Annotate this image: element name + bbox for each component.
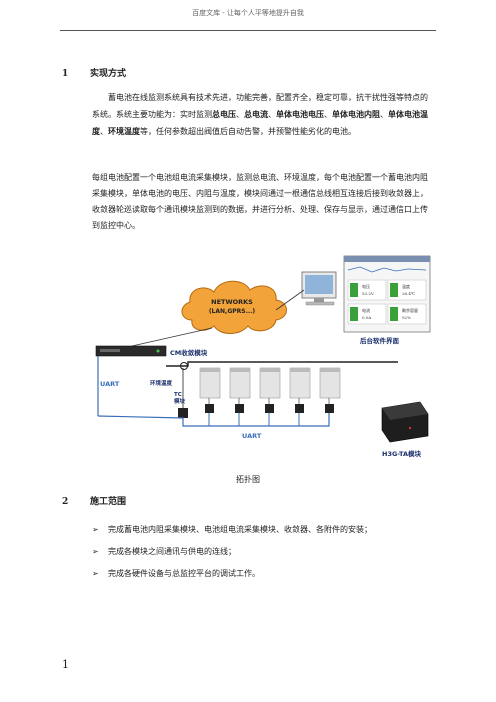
section-1-title: 实现方式 — [90, 69, 127, 79]
cm-module — [95, 345, 167, 357]
screen-label-current: 电流 — [362, 307, 370, 313]
cloud-label-2: (LAN,GPRS...) — [209, 308, 256, 315]
tc-module — [178, 368, 188, 418]
bullet-item: ➢完成蓄电池内阻采集模块、电池组电流采集模块、收敛器、各附件的安装； — [92, 525, 372, 534]
current-sensor-icon — [180, 362, 188, 370]
tc-label-2: 模块 — [174, 397, 186, 405]
screen-label-voltage: 电压 — [362, 283, 370, 289]
env-temp-label: 环境温度 — [150, 379, 173, 387]
arrow-bullet-icon: ➢ — [92, 525, 99, 534]
page-number: 1 — [62, 658, 69, 671]
section-1-paragraph-2: 每组电池配置一个电池组电流采集模块，监测总电流、环境温度，每个电池配置一个蓄电池… — [92, 173, 428, 230]
section-1-paragraph-1: 蓄电池在线监测系统具有技术先进，功能完善，配置齐全，稳定可靠，抗干扰性强等特点的… — [92, 93, 428, 136]
header-text: 百度文库 - 让每个人平等地提升自我 — [192, 9, 304, 17]
screen-value-temp: 26.4℃ — [402, 291, 416, 296]
h3g-module — [381, 401, 429, 443]
arrow-bullet-icon: ➢ — [92, 547, 99, 556]
arrow-bullet-icon: ➢ — [92, 569, 99, 578]
section-2-title: 施工范围 — [90, 497, 127, 507]
screen-value-voltage: 53.2V — [362, 291, 374, 296]
uart-bottom-label: UART — [242, 432, 262, 440]
diagram-caption: 拓扑图 — [236, 475, 260, 484]
uart-bottom-bus — [97, 413, 330, 427]
screen-label-temp: 温度 — [402, 283, 410, 289]
battery-5 — [319, 367, 341, 399]
resistance-modules — [205, 398, 334, 413]
section-2-heading: 2 施工范围 — [62, 494, 126, 507]
section-1-number: 1 — [62, 69, 69, 79]
computer-icon — [301, 271, 337, 306]
software-screenshot: 电压 53.2V 温度 26.4℃ 电流 0.0A 剩余容量 92% — [343, 255, 431, 333]
software-label: 后台软件界面 — [360, 336, 400, 345]
section-1-heading: 1 实现方式 — [62, 66, 126, 79]
battery-cable — [166, 361, 398, 367]
battery-1 — [199, 367, 221, 399]
topology-svg: NETWORKS (LAN,GPRS...) 电压 53.2V 温度 — [95, 255, 431, 458]
cloud-to-pc-line — [275, 289, 305, 311]
screen-label-capacity: 剩余容量 — [402, 307, 418, 313]
network-cloud: NETWORKS (LAN,GPRS...) — [181, 280, 287, 334]
screen-value-capacity: 92% — [402, 315, 411, 320]
cm-label: CM收敛模块 — [170, 348, 208, 357]
h3g-label: H3G-TA模块 — [382, 449, 422, 458]
bullet-item: ➢完成各硬件设备与总监控平台的调试工作。 — [92, 569, 260, 578]
topology-diagram: NETWORKS (LAN,GPRS...) 电压 53.2V 温度 — [92, 250, 432, 462]
screen-value-current: 0.0A — [362, 315, 371, 320]
bullet-item: ➢完成各模块之间通讯与供电的连线； — [92, 547, 236, 556]
battery-4 — [289, 367, 311, 399]
cloud-to-cm-line — [131, 327, 213, 347]
uart-left-label: UART — [100, 380, 120, 388]
tc-label-1: TC — [174, 392, 182, 398]
battery-group — [199, 367, 341, 399]
cloud-label-1: NETWORKS — [211, 298, 253, 306]
page-header: 百度文库 - 让每个人平等地提升自我 — [60, 0, 436, 31]
section-2-number: 2 — [62, 497, 69, 507]
battery-2 — [229, 367, 251, 399]
battery-3 — [259, 367, 281, 399]
